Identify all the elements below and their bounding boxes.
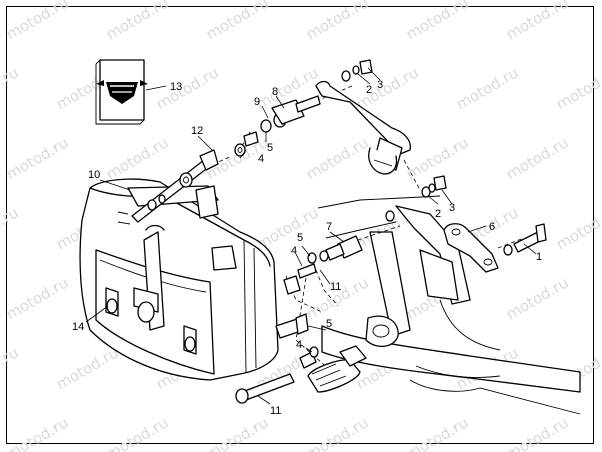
manual-booklet [95,59,148,125]
callout-2-upper: 2 [366,84,372,96]
support-bracket [385,210,547,273]
callout-11-middle: 11 [330,281,341,293]
callout-1: 1 [536,251,542,263]
upper-fasteners [234,95,321,157]
callout-2-lower: 2 [435,208,441,220]
middle-fasteners [283,235,363,295]
bolt-12 [131,149,219,223]
callout-8: 8 [272,86,278,98]
motorcycle-frame [317,195,581,415]
callout-7: 7 [326,221,332,233]
callout-4-upper: 4 [258,153,264,165]
callout-3-upper: 3 [377,79,383,91]
passenger-footpeg [235,313,367,404]
saddlebag [79,178,279,381]
callout-14: 14 [72,321,84,333]
harley-davidson-emblem-icon [96,80,148,104]
callout-9: 9 [254,96,260,108]
callout-5-lower: 5 [326,318,332,330]
callout-6: 6 [489,221,495,233]
callout-13: 13 [170,81,182,93]
callout-4-middle: 4 [291,245,297,257]
callout-labels: 1 2 3 2 3 4 5 4 5 4 5 6 7 8 9 10 11 11 1… [72,79,542,417]
callout-11-lower: 11 [270,405,281,417]
callout-10: 10 [88,169,100,181]
footpeg-mount-arm [315,59,447,198]
leader-lines [85,67,537,405]
callout-4-lower: 4 [296,339,302,351]
callout-5-middle: 5 [297,232,303,244]
callout-5-upper: 5 [267,142,273,154]
diagram-border [6,6,594,444]
callout-12: 12 [191,125,203,137]
callout-3-lower: 3 [449,202,455,214]
